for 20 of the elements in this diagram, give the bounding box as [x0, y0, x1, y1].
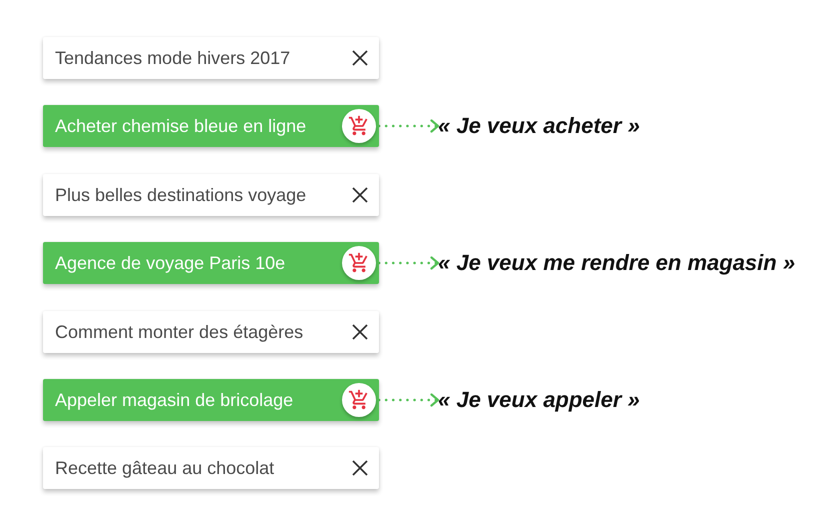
highlighted-query-card: [43, 242, 379, 284]
quote-text: « Je veux appeler »: [438, 379, 640, 421]
search-query: Appeler magasin de bricolage: [55, 389, 294, 411]
search-query: Tendances mode hivers 2017: [55, 47, 290, 69]
dotted-arrow: [378, 256, 440, 270]
query-card: [43, 174, 379, 216]
query-card: [43, 447, 379, 489]
search-query: Agence de voyage Paris 10e: [55, 252, 286, 274]
query-card: [43, 311, 379, 353]
highlighted-query-card: [43, 105, 379, 147]
dotted-arrow: [378, 393, 440, 407]
search-query: Comment monter des étagères: [55, 321, 304, 343]
quote-text: « Je veux me rendre en magasin »: [438, 242, 796, 284]
dotted-arrow: [378, 119, 440, 133]
search-query: Plus belles destinations voyage: [55, 184, 306, 206]
query-card: [43, 37, 379, 79]
search-query: Acheter chemise bleue en ligne: [55, 115, 306, 137]
search-query: Recette gâteau au chocolat: [55, 457, 274, 479]
highlighted-query-card: [43, 379, 379, 421]
quote-text: « Je veux acheter »: [438, 105, 640, 147]
